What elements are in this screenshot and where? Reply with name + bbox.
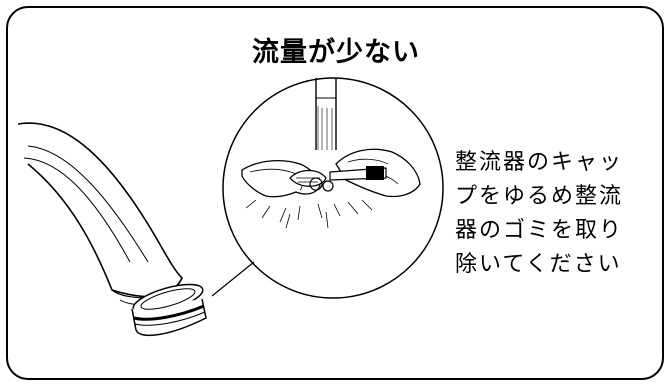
magnified-cleaning-detail-icon [222, 77, 444, 299]
aerator-cap-icon [131, 283, 207, 337]
instruction-panel [6, 6, 664, 380]
instruction-line: 整流器のキャッ [455, 150, 624, 175]
faucet-spout-icon [17, 122, 183, 317]
instruction-line: 除いてください [455, 252, 622, 277]
leader-line [211, 261, 255, 297]
instruction-line: プをゆるめ整流 [455, 184, 624, 209]
instruction-line: 器のゴミを取り [455, 218, 624, 243]
page-title: 流量が少ない [252, 37, 420, 68]
instruction-text: 整流器のキャッ プをゆるめ整流 器のゴミを取り 除いてください [455, 146, 660, 282]
